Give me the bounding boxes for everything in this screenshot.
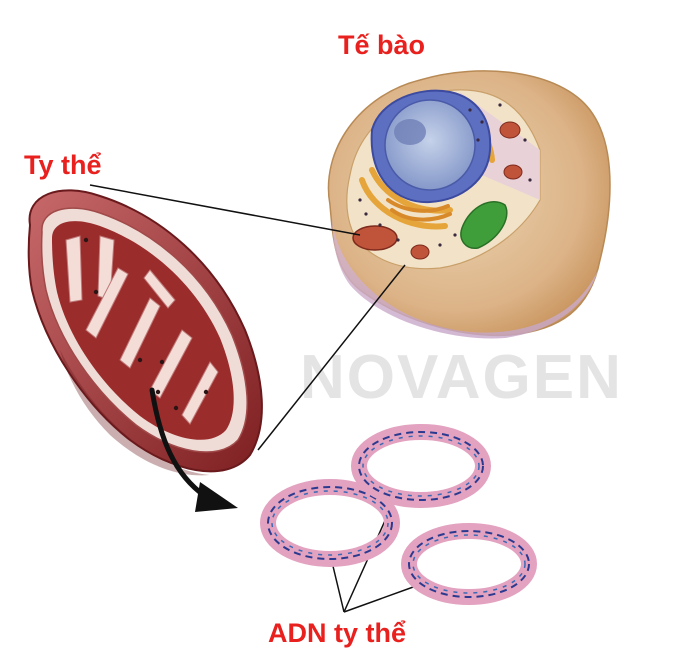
dna-ring-3 [401,523,537,605]
cell-to-dna-line [257,264,406,451]
mito-label-line [89,184,361,236]
label-cell: Tế bào [338,30,426,60]
mitochondrion-shadow [60,350,210,476]
matrix-dots [83,237,209,411]
golgi-apparatus [386,198,452,222]
cell-mitochondrion-4 [410,244,430,260]
cell-mitochondrion-3 [503,164,523,180]
cell-mitochondrion [352,225,398,251]
transfer-arrow [149,387,238,512]
label-mitochondrion: Ty thể [24,150,102,180]
dna-ring-1 [260,479,400,567]
mitochondrion-illustration [27,189,263,476]
cristae [65,235,219,425]
nucleus [384,99,476,191]
dna-pointer-3 [343,585,417,613]
cell-illustration [327,70,611,339]
cell-mitochondrion-2 [499,121,521,139]
nucleolus [394,119,426,145]
dna-ring-2 [351,424,491,508]
watermark-text: NOVAGEN [300,343,623,412]
ribosomes [358,103,532,247]
dna-pointer-1 [331,561,345,613]
label-mtdna: ADN ty thể [268,618,407,648]
green-organelle [460,200,508,249]
